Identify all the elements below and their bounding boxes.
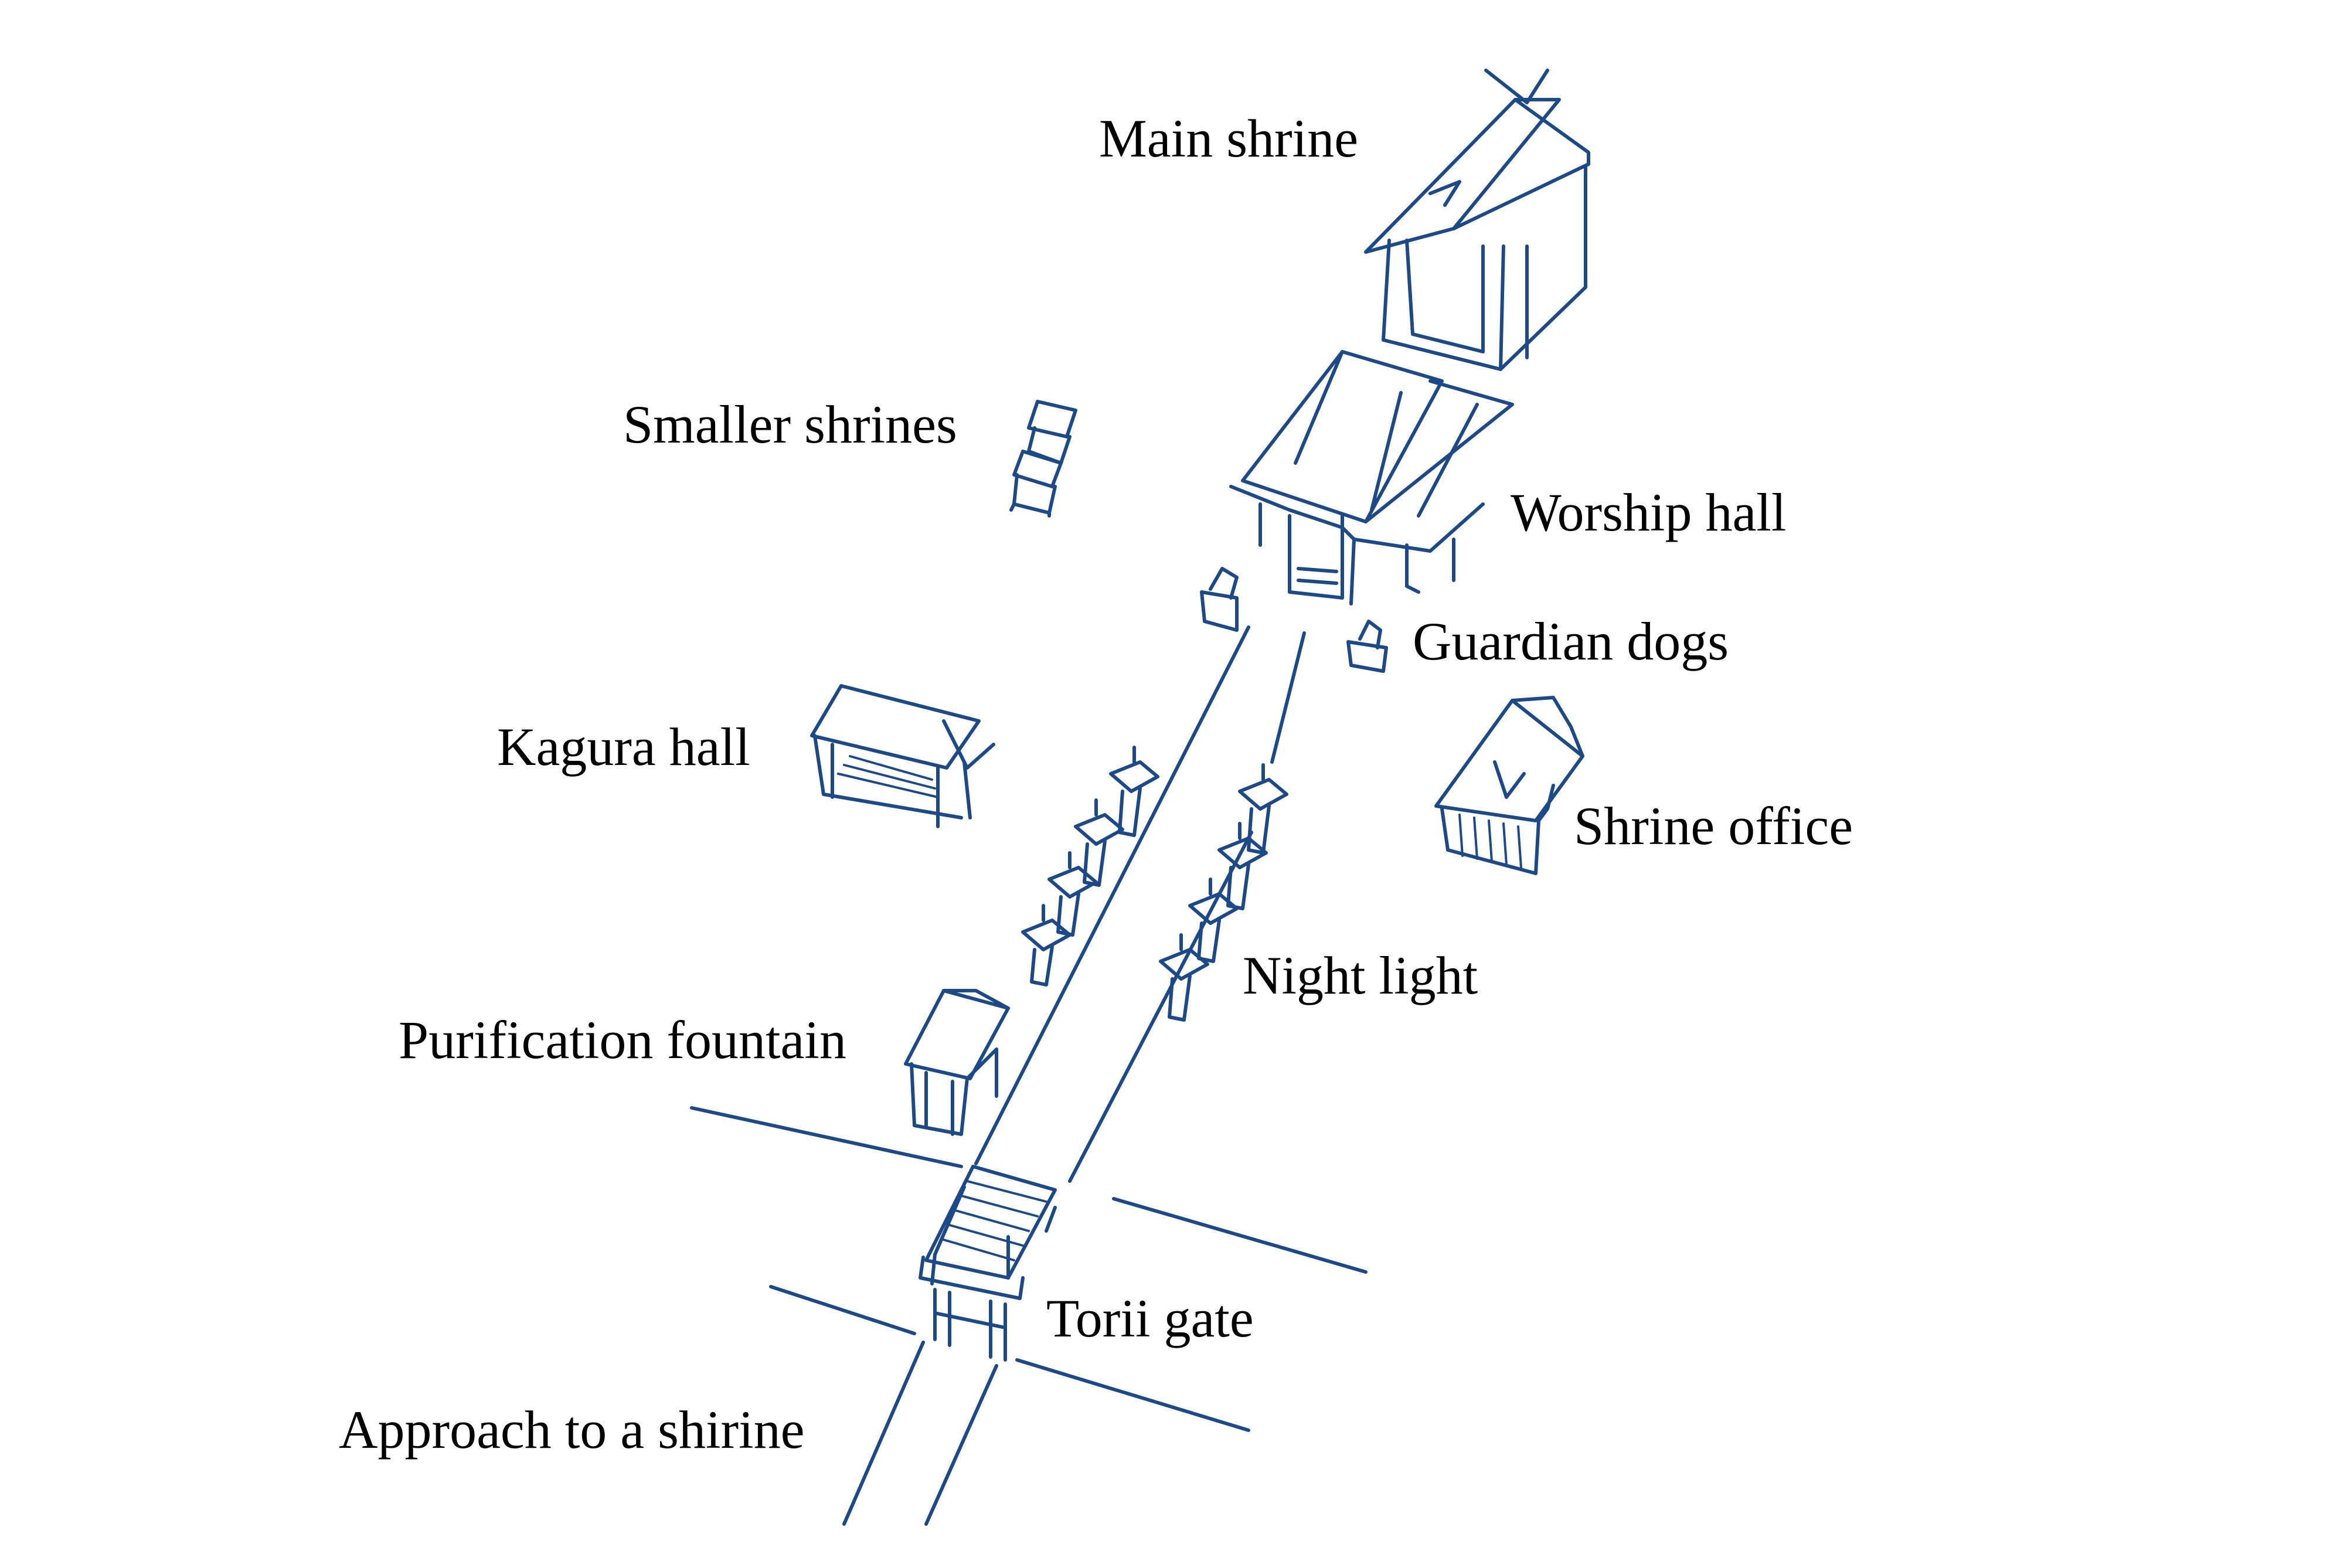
label-main-shrine: Main shrine xyxy=(1099,108,1358,168)
lantern-right-4 xyxy=(1159,933,1209,1022)
label-shrine-office: Shrine office xyxy=(1574,796,1853,856)
label-purification-fountain: Purification fountain xyxy=(399,1010,846,1070)
purification-fountain-drawing xyxy=(904,989,1010,1136)
label-worship-hall: Worship hall xyxy=(1511,482,1786,542)
lantern-left-1 xyxy=(1109,746,1159,837)
night-lights-right-row xyxy=(1159,763,1288,1022)
cross-road-lower xyxy=(769,1285,1250,1432)
label-smaller-shrines: Smaller shrines xyxy=(623,394,957,454)
approach-path xyxy=(842,625,1306,1526)
smaller-shrines-drawing xyxy=(1009,400,1077,518)
cross-road-upper xyxy=(690,1106,1368,1274)
guardian-dog-right xyxy=(1346,620,1388,673)
label-kagura-hall: Kagura hall xyxy=(497,717,750,777)
lantern-left-4 xyxy=(1021,904,1072,987)
shrine-office-drawing xyxy=(1434,696,1584,875)
lantern-right-2 xyxy=(1217,822,1268,910)
guardian-dog-left xyxy=(1200,567,1239,632)
lantern-right-3 xyxy=(1188,877,1239,963)
label-torii-gate: Torii gate xyxy=(1046,1288,1254,1348)
main-shrine-drawing xyxy=(1364,69,1590,371)
kagura-hall-drawing xyxy=(810,684,995,828)
lantern-right-1 xyxy=(1238,763,1288,855)
torii-gate-drawing xyxy=(919,1235,1025,1362)
worship-hall-drawing xyxy=(1229,350,1514,606)
label-guardian-dogs: Guardian dogs xyxy=(1413,611,1729,671)
label-approach: Approach to a shirine xyxy=(339,1400,805,1460)
stairs-drawing xyxy=(924,1165,1057,1280)
label-night-light: Night light xyxy=(1243,945,1478,1005)
night-lights-left-row xyxy=(1021,746,1159,987)
